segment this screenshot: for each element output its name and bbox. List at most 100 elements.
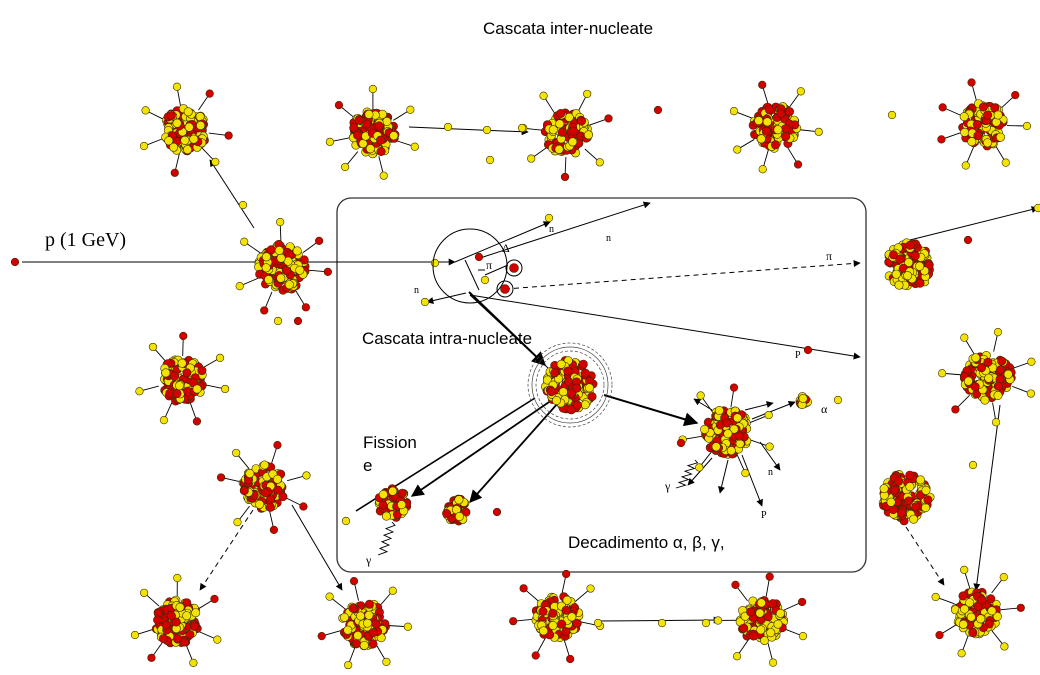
- decay-proton-track: [741, 454, 763, 507]
- nucleus-lower-left-emitted-nucleons: [216, 441, 311, 534]
- alpha-emission-track: [751, 401, 796, 420]
- nucleus-top-left-emitted-nucleons: [139, 82, 233, 177]
- free-nucleon-0: [544, 213, 554, 223]
- beam-label: p (1 GeV): [45, 229, 127, 251]
- neutron-label-4: n: [768, 467, 773, 478]
- free-nucleon-2: [474, 252, 484, 262]
- decay-label: Decadimento α, β, γ,: [568, 533, 725, 552]
- free-nucleon-10: [676, 438, 686, 448]
- upper-right-track: [909, 206, 1039, 241]
- free-nucleons-group: [10, 105, 1040, 628]
- free-nucleon-13: [443, 122, 453, 132]
- free-nucleon-15: [517, 123, 527, 133]
- inter-cascade-arrow-3: [199, 509, 254, 591]
- free-nucleon-12: [485, 155, 495, 165]
- neutron-label-1: n: [549, 224, 554, 235]
- nucleus-middle-right-emitted-nucleons: [938, 327, 1036, 427]
- proton-label-2: P: [761, 510, 767, 521]
- alpha-particle: [795, 392, 812, 410]
- cascade-to-excited-track-2: [469, 294, 549, 369]
- vertex-link-2: [484, 264, 509, 276]
- nucleus-beam-target-emitted-nucleons: [235, 217, 332, 315]
- gamma-label-2: γ: [366, 553, 372, 567]
- intra-nuclear-zone: [432, 228, 508, 304]
- inter-cascade-arrow-6: [905, 526, 945, 586]
- free-nucleon-11: [653, 105, 663, 115]
- fission-fragment-2: [442, 494, 471, 526]
- neutron-track-2: [479, 201, 651, 259]
- free-nucleon-19: [887, 110, 897, 120]
- intra-cascade-label: Cascata intra-nucleate: [362, 329, 533, 348]
- free-nucleon-3: [420, 297, 430, 307]
- pion-resonance: [500, 284, 510, 294]
- nucleus-top-far-right-emitted-nucleons: [937, 78, 1032, 170]
- pion-label-1: π: [486, 258, 493, 272]
- free-nucleon-24: [833, 395, 843, 405]
- nucleus-middle-left: [160, 355, 207, 406]
- free-nucleon-1: [430, 258, 440, 268]
- nucleus-beam-target: [254, 239, 310, 295]
- nucleus-bottom-center-right: [735, 596, 788, 645]
- incident-proton: [10, 257, 20, 267]
- inter-cascade-arrow-2: [209, 159, 255, 229]
- nucleus-lower-left: [238, 460, 288, 513]
- nucleus-top-center: [540, 108, 593, 158]
- neutron-track-1: [454, 221, 551, 263]
- decay-particle-track: [718, 459, 729, 494]
- nucleus-top-center-left-emitted-nucleons: [325, 84, 419, 180]
- gamma-label-1: γ: [665, 479, 671, 493]
- particle-tracks: [22, 126, 1039, 624]
- fission-fragment-1: [374, 484, 412, 522]
- nucleus-top-right: [748, 102, 802, 153]
- decay-track-3: [693, 398, 713, 411]
- free-nucleon-22: [657, 618, 667, 628]
- excitation-halo: [531, 346, 609, 424]
- nucleus-bottom-center-left-emitted-nucleons: [317, 577, 413, 670]
- free-nucleon-8: [492, 507, 502, 517]
- alpha-label: α: [821, 402, 828, 416]
- neutron-label-2: n: [606, 233, 611, 244]
- delta-resonance: [509, 263, 519, 273]
- neutron-label-3: n: [414, 285, 419, 296]
- inter-cascade-arrow-1: [408, 126, 529, 136]
- free-nucleon-18: [293, 316, 303, 326]
- free-nucleon-16: [238, 200, 248, 210]
- free-nucleon-21: [593, 618, 603, 628]
- fission-track-2: [469, 402, 559, 503]
- nucleus-bottom-center: [531, 592, 584, 643]
- gamma-wiggle-decay: [675, 459, 699, 489]
- nucleus-middle-left-emitted-nucleons: [135, 331, 230, 426]
- proton-label-1: P: [795, 350, 801, 361]
- proton-track: [469, 294, 861, 360]
- interaction-markers: [432, 228, 613, 428]
- inter-cascade-arrow-4: [291, 504, 343, 591]
- nucleus-right-upper: [884, 238, 934, 291]
- right-vertical-track: [973, 404, 1001, 591]
- nucleus-bottom-left: [151, 595, 202, 648]
- free-nucleon-23: [701, 618, 711, 628]
- free-nucleon-6: [963, 235, 973, 245]
- intra-nuclear-box: [336, 197, 867, 573]
- pion-resonance-ring: [496, 280, 514, 298]
- free-nucleon-9: [341, 516, 351, 526]
- free-nucleon-4: [480, 275, 490, 285]
- fission-label-line2: e: [363, 456, 373, 475]
- fission-label-line1: Fission: [363, 433, 417, 452]
- nucleus-top-right-emitted-nucleons: [729, 80, 823, 174]
- excitation-halo: [527, 342, 613, 428]
- excitation-halo: [535, 350, 605, 420]
- pion-track: [504, 259, 861, 290]
- vertex-link: [464, 259, 480, 291]
- nucleus-bottom-center-left: [338, 599, 390, 651]
- nucleus-bottom-right: [950, 587, 1002, 639]
- nucleus-top-center-left: [348, 107, 400, 159]
- free-nucleon-17: [273, 316, 283, 326]
- nucleus-top-left: [161, 104, 209, 156]
- free-nucleon-14: [482, 125, 492, 135]
- nucleus-top-far-right: [958, 99, 1008, 151]
- fission-track-1: [410, 399, 553, 497]
- nucleus-right-lower: [878, 469, 935, 526]
- nucleus-middle-right: [959, 350, 1016, 405]
